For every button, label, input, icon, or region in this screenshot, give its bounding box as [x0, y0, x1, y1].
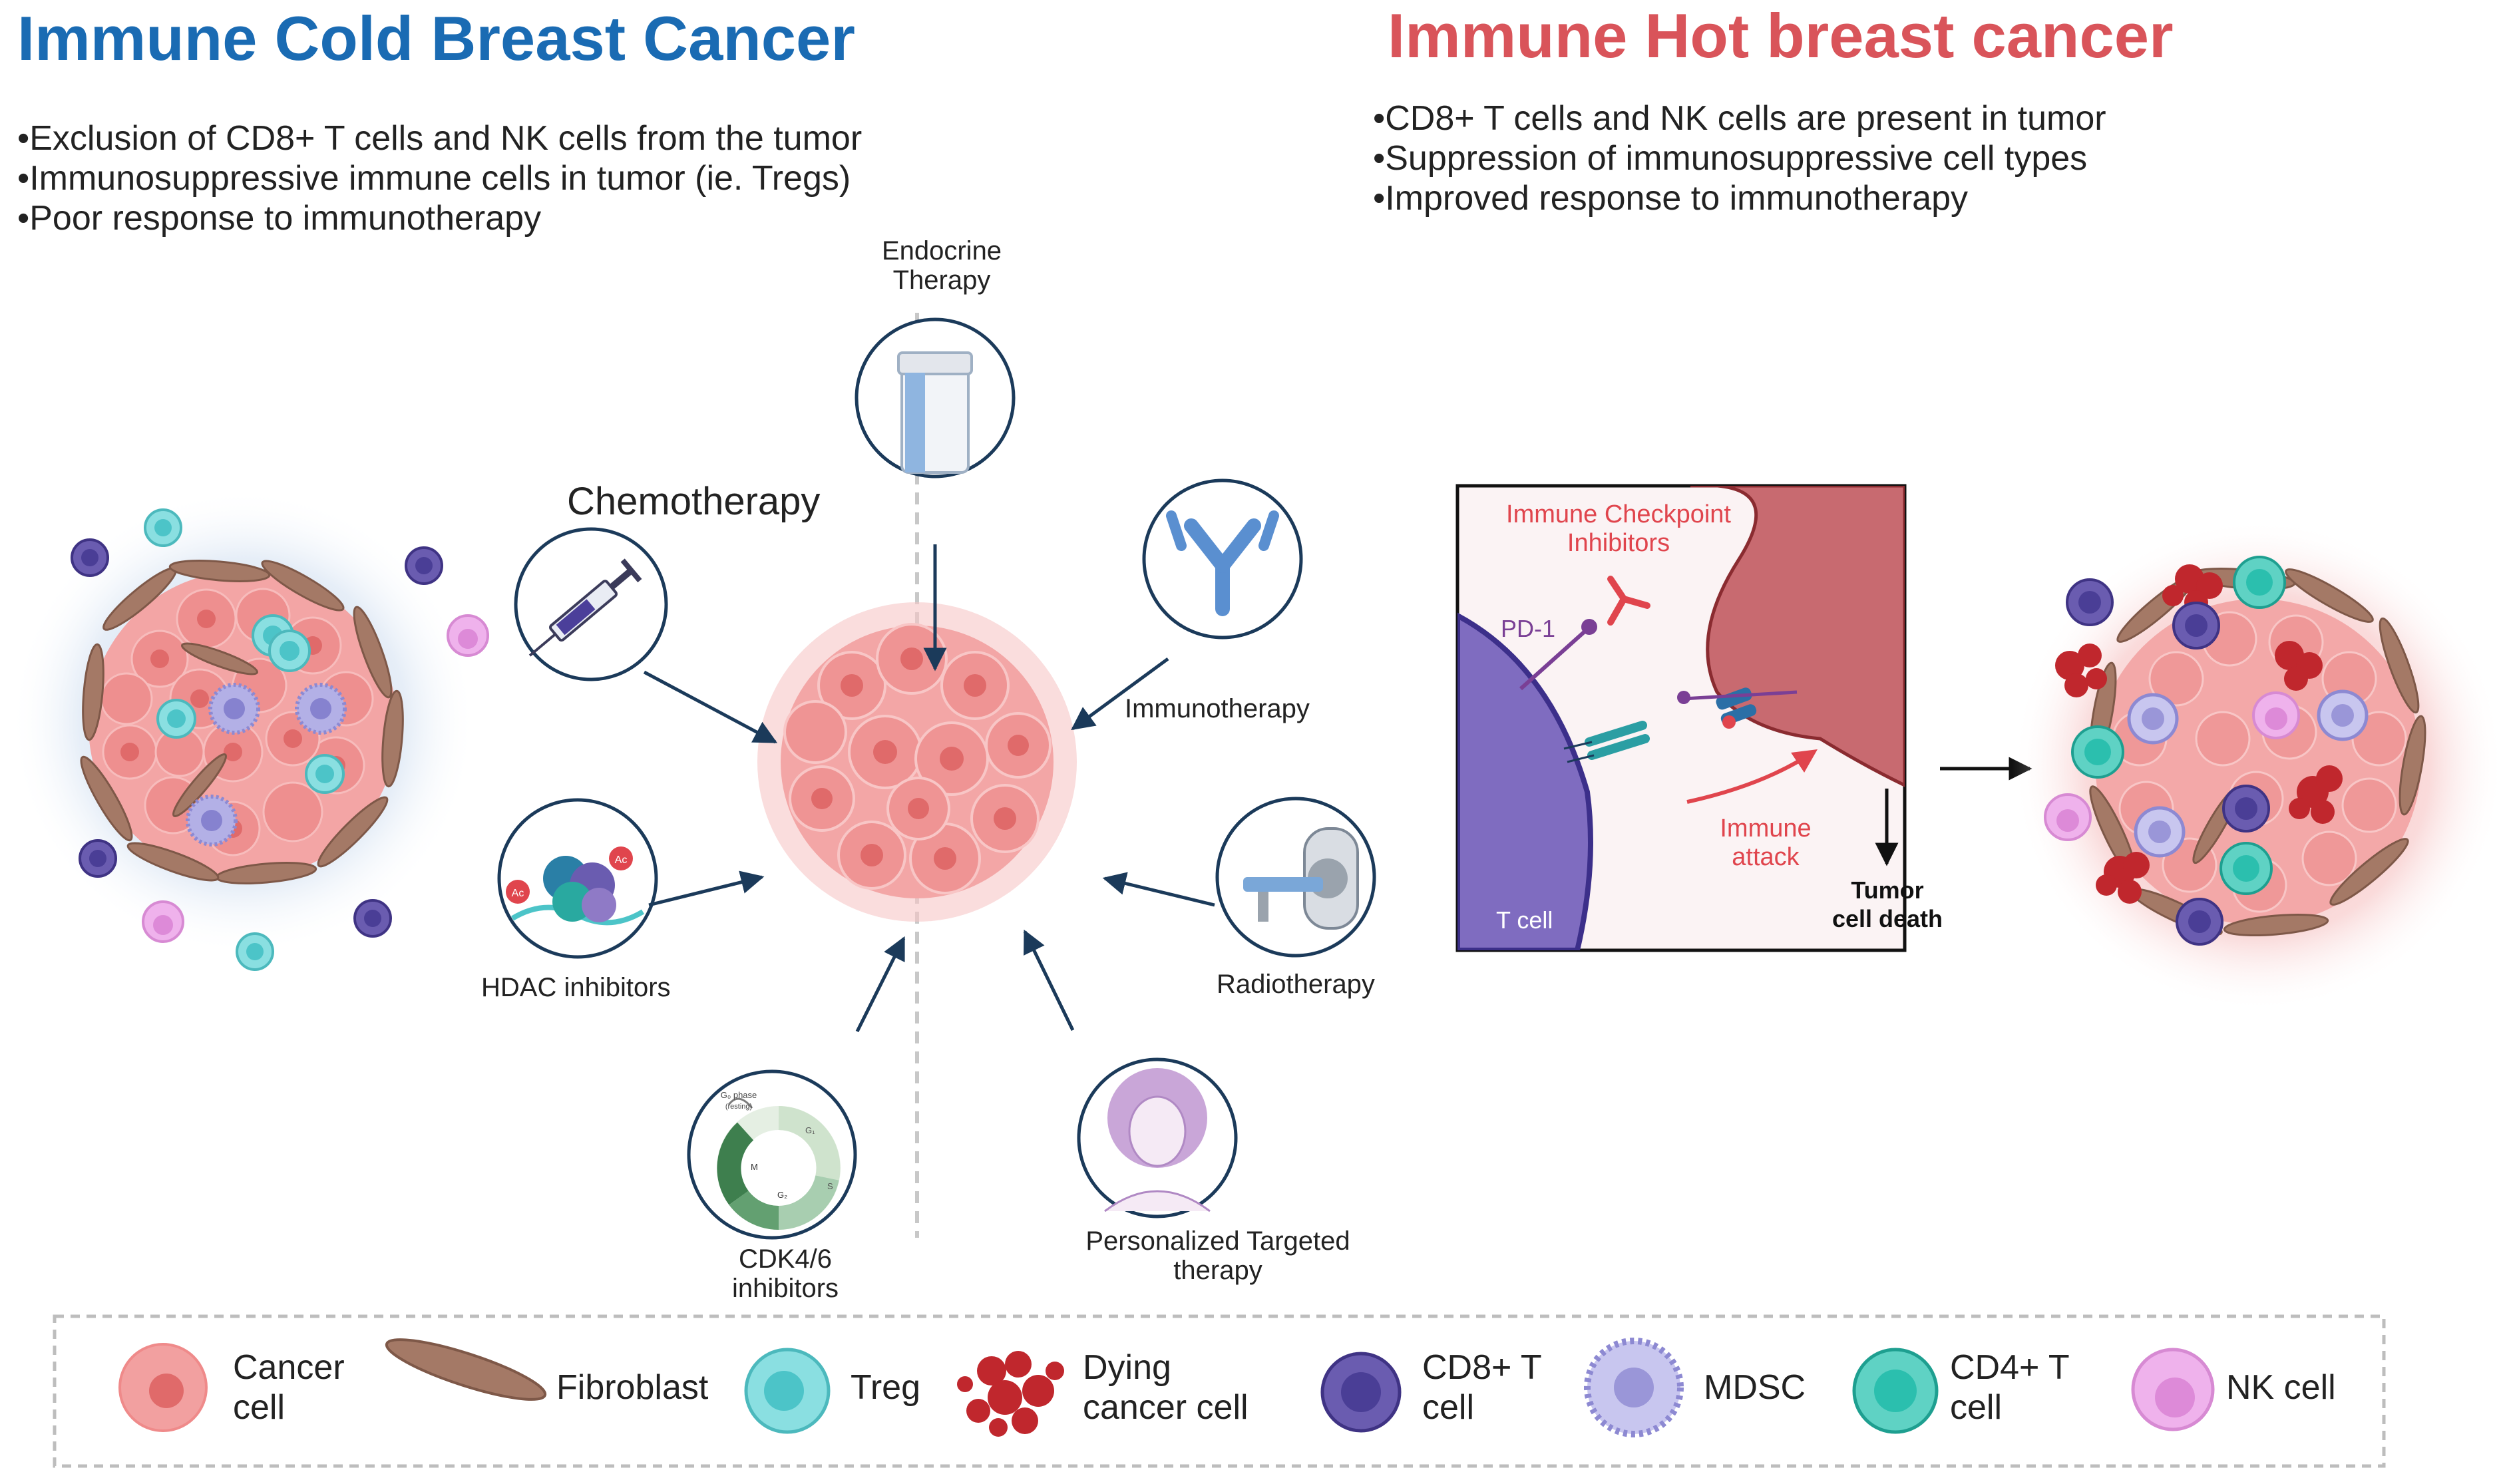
legend-dying-cell-icon	[957, 1351, 1064, 1437]
legend-cd4-icon	[1852, 1348, 1939, 1434]
legend-label-line: CD4+ T	[1950, 1348, 2070, 1387]
nucleosome-icon	[506, 846, 645, 926]
acetyl-mark: Ac	[512, 888, 524, 899]
legend-cd4-label: CD4+ T cell	[1950, 1348, 2070, 1427]
hot-bullet: Improved response to immunotherapy	[1373, 178, 2106, 218]
s-label: S	[827, 1181, 833, 1191]
cold-title: Immune Cold Breast Cancer	[17, 3, 855, 73]
therapy-arrows	[643, 544, 1215, 1033]
cold-tumor	[10, 489, 489, 971]
legend-fibroblast-icon	[385, 1338, 547, 1401]
legend-fibroblast-label: Fibroblast	[556, 1368, 709, 1407]
legend-treg-label: Treg	[851, 1368, 920, 1407]
cold-mdscs	[186, 683, 347, 846]
radiotherapy-label: Radiotherapy	[1217, 970, 1375, 999]
legend-label-line: cancer cell	[1083, 1388, 1249, 1427]
personalized-label-line: therapy	[1173, 1256, 1262, 1285]
hot-bullet: Suppression of immunosuppressive cell ty…	[1373, 138, 2106, 178]
personalized-label: Personalized Targeted therapy	[1052, 1226, 1384, 1285]
attack-label: Immune	[1720, 815, 1811, 842]
hot-title: Immune Hot breast cancer	[1388, 1, 2174, 71]
cdk-label-line: inhibitors	[731, 1274, 839, 1303]
hot-cd8-cells	[2066, 578, 2270, 946]
patient-portrait-icon	[1104, 1068, 1211, 1212]
cold-bullet: Immunosuppressive immune cells in tumor …	[17, 158, 862, 198]
legend-label-line: Cancer	[233, 1348, 345, 1387]
legend-label-line: Dying	[1083, 1348, 1171, 1387]
death-label: Tumor	[1851, 876, 1923, 904]
g1-label: G₁	[805, 1125, 815, 1135]
attack-label: attack	[1732, 843, 1800, 871]
hot-bullet-list: CD8+ T cells and NK cells are present in…	[1373, 98, 2106, 218]
legend-dying-label: Dying cancer cell	[1083, 1348, 1249, 1427]
hot-tumor	[2012, 519, 2504, 1012]
cell-cycle-icon	[717, 1097, 841, 1230]
personalized-label-line: Personalized Targeted	[1085, 1226, 1350, 1256]
pd1-label: PD-1	[1501, 615, 1555, 642]
endocrine-label-line: Endocrine	[881, 236, 1002, 266]
acetyl-mark: Ac	[615, 854, 628, 866]
immunotherapy-label: Immunotherapy	[1125, 694, 1310, 723]
hormone-vial-icon	[897, 351, 973, 474]
mhc-complex	[1677, 687, 1798, 729]
checkpoint-antibody-icon	[1607, 576, 1650, 626]
cdk-label-line: CDK4/6	[738, 1244, 833, 1274]
legend-label-line: cell	[233, 1388, 286, 1427]
legend-cd8-label: CD8+ T cell	[1422, 1348, 1542, 1427]
immune-attack-arrow	[1686, 749, 1818, 804]
endocrine-label-line: Therapy	[892, 266, 991, 295]
endocrine-label: Endocrine Therapy	[855, 236, 1028, 295]
mri-scanner-icon	[1243, 827, 1359, 930]
legend-box	[53, 1314, 2386, 1468]
legend-treg-icon	[744, 1348, 831, 1434]
hot-bullet: CD8+ T cells and NK cells are present in…	[1373, 98, 2106, 138]
center-tumor	[757, 602, 1077, 922]
legend-label-line: CD8+ T	[1422, 1348, 1542, 1387]
hdac-label: HDAC inhibitors	[481, 973, 671, 1002]
legend-icons	[118, 1338, 2215, 1437]
g0-sublabel: (resting)	[725, 1103, 752, 1111]
checkpoint-title: Immune Checkpoint	[1506, 500, 1731, 528]
chemotherapy-label: Chemotherapy	[567, 480, 821, 523]
tcell-label: T cell	[1496, 906, 1553, 934]
cold-bullet-list: Exclusion of CD8+ T cells and NK cells f…	[17, 118, 862, 238]
cold-outside-cells	[71, 508, 489, 971]
legend-cd8-icon	[1320, 1352, 1402, 1433]
legend-mdsc-label: MDSC	[1704, 1368, 1806, 1407]
g2-label: G₂	[777, 1190, 787, 1200]
syringe-icon	[528, 558, 642, 657]
checkpoint-title: Inhibitors	[1567, 529, 1670, 557]
antibody-icon	[1166, 510, 1279, 616]
hot-cd4-cells	[2071, 556, 2286, 895]
pd1-receptor	[1519, 630, 1586, 691]
legend-label-line: cell	[1422, 1388, 1475, 1427]
hot-dying-cells	[2055, 564, 2343, 904]
legend-label-line: cell	[1950, 1388, 2003, 1427]
checkpoint-panel	[1455, 484, 1907, 952]
legend-nk-label: NK cell	[2226, 1368, 2336, 1407]
cdk-label: CDK4/6 inhibitors	[705, 1244, 865, 1303]
g0-label: G₀ phase	[721, 1090, 757, 1100]
cold-fibroblasts	[80, 560, 404, 884]
m-label: M	[751, 1162, 758, 1172]
cold-bullet: Exclusion of CD8+ T cells and NK cells f…	[17, 118, 862, 158]
legend-cancer-icon	[118, 1343, 208, 1432]
hot-nk-cells	[2044, 691, 2300, 841]
legend-mdsc-icon	[1584, 1338, 1684, 1437]
legend-cancer-label: Cancer cell	[233, 1348, 345, 1427]
cold-bullet: Poor response to immunotherapy	[17, 198, 862, 238]
cold-tregs	[156, 614, 345, 794]
death-label: cell death	[1832, 905, 1943, 932]
legend-nk-icon	[2131, 1348, 2215, 1431]
